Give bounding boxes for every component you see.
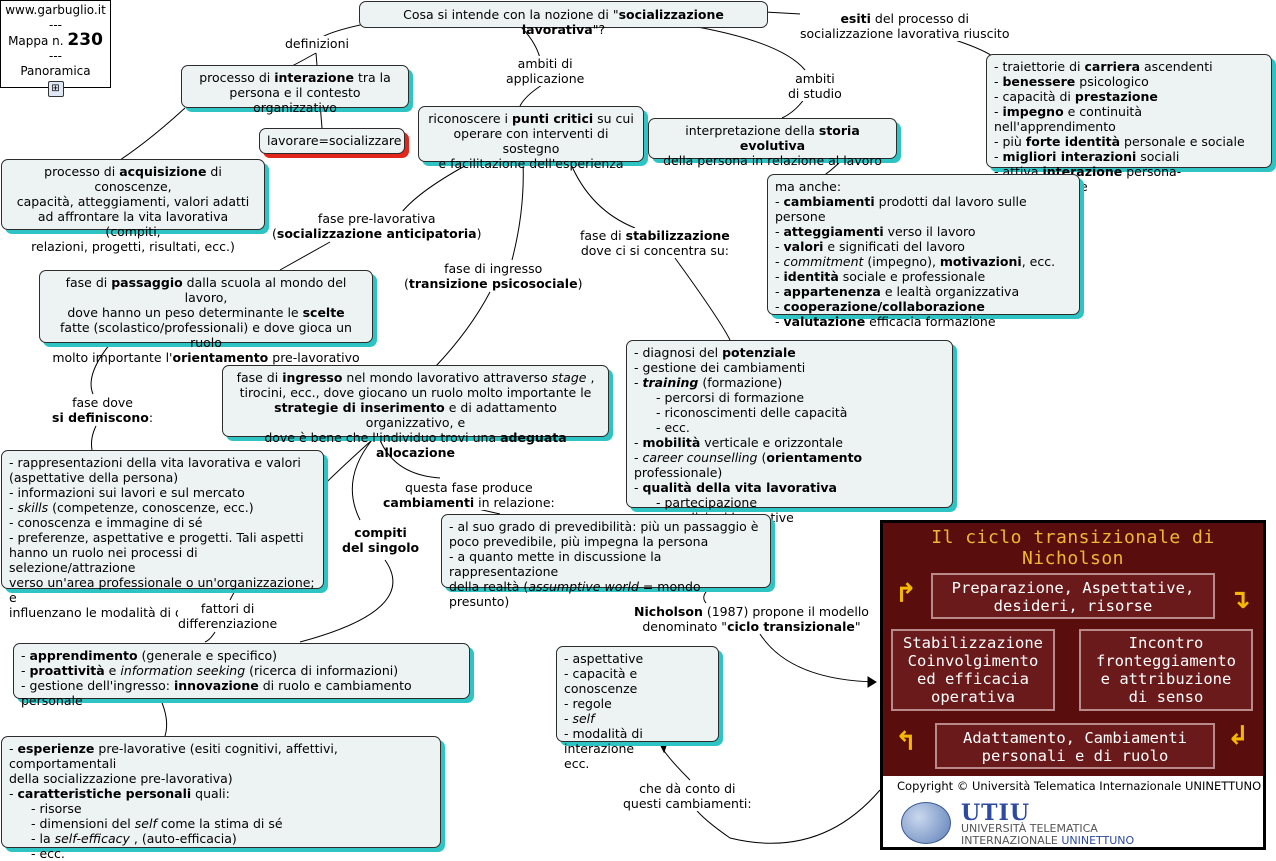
esiti-item: - impegno e continuità nell'apprendiment… <box>994 104 1142 134</box>
root-question[interactable]: Cosa si intende con la nozione di "socia… <box>359 1 768 37</box>
stabilizzazione-item: - mobilità verticale e orizzontale <box>634 435 843 450</box>
arrow-left-up-icon: ↰ <box>895 727 917 757</box>
esiti-item: - benessere psicologico <box>994 74 1149 89</box>
label-questa-fase: questa fase produce cambiamenti in relaz… <box>383 480 555 510</box>
copyright-text: Copyright © Università Telematica Intern… <box>897 779 1262 793</box>
esiti-item: - migliori interazioni sociali <box>994 149 1180 164</box>
node-riconoscere[interactable]: riconoscere i punti critici su cui opera… <box>418 106 644 171</box>
node-prevedibilita[interactable]: - al suo grado di prevedibilità: più un … <box>441 514 771 609</box>
label-nicholson: Nicholson (1987) propone il modello deno… <box>634 604 869 634</box>
node-rappresentazioni[interactable]: - rappresentazioni della vita lavorativa… <box>1 450 324 620</box>
separator: --- <box>49 49 62 63</box>
separator: --- <box>49 18 62 32</box>
stabilizzazione-item: - training (formazione) <box>634 375 783 390</box>
node-apprendimento[interactable]: - apprendimento (generale e specifico) -… <box>13 643 470 708</box>
ma-anche-item: - cambiamenti prodotti dal lavoro sulle … <box>775 194 1027 224</box>
node-stabilizzazione-list[interactable]: - diagnosi del potenziale- gestione dei … <box>626 340 953 525</box>
ma-anche-item: ma anche: <box>775 179 842 194</box>
view-label: Panoramica <box>20 64 91 78</box>
arrow-up-right-icon: ↱ <box>895 579 917 609</box>
map-tag: www.garbuglio.it --- Mappa n. 230 --- Pa… <box>0 0 111 97</box>
arrow-down-left-icon: ↲ <box>1227 721 1249 751</box>
label-fase-stabilizzazione: fase di stabilizzazione dove ci si conce… <box>580 228 730 258</box>
esiti-item: - più forte identità personale e sociale <box>994 134 1245 149</box>
node-lavorare-socializzare[interactable]: lavorare=socializzare <box>259 128 405 154</box>
ma-anche-item: - valori e significati del lavoro <box>775 239 965 254</box>
ma-anche-item: - commitment (impegno), motivazioni, ecc… <box>775 254 1056 269</box>
stabilizzazione-item: - gestione dei cambiamenti <box>634 360 806 375</box>
stabilizzazione-item: - ecc. <box>656 420 690 435</box>
globe-logo-icon <box>901 802 951 844</box>
ma-anche-item: - atteggiamenti verso il lavoro <box>775 224 976 239</box>
node-esperienze[interactable]: - esperienze pre-lavorative (esiti cogni… <box>1 736 441 861</box>
node-processo-interazione[interactable]: processo di interazione tra la persona e… <box>181 65 409 115</box>
stabilizzazione-item: - qualità della vita lavorativa <box>634 480 837 495</box>
map-structure-icon[interactable]: ⊞ <box>47 81 64 97</box>
node-esiti-list[interactable]: - traiettorie di carriera ascendenti- be… <box>986 54 1272 194</box>
utiu-logo: UTIU <box>961 800 1031 826</box>
esiti-item: - traiettorie di carriera ascendenti <box>994 59 1213 74</box>
node-aspettative[interactable]: - aspettative - capacità e conoscenze - … <box>556 646 719 771</box>
esiti-item: - capacità di prestazione <box>994 89 1158 104</box>
stabilizzazione-item: - percorsi di formazione <box>656 390 805 405</box>
label-fase-dove: fase dove si definiscono: <box>52 395 154 425</box>
node-ingresso[interactable]: fase di ingresso nel mondo lavorativo at… <box>222 365 609 460</box>
label-definizioni: definizioni <box>285 36 349 51</box>
label-fase-ingresso: fase di ingresso (transizione psicosocia… <box>404 261 583 291</box>
stabilizzazione-item: - partecipazione <box>656 495 758 510</box>
node-interpretazione[interactable]: interpretazione della storia evolutiva d… <box>648 118 897 168</box>
stabilizzazione-item: - riconoscimenti delle capacità <box>656 405 848 420</box>
node-processo-acquisizione[interactable]: processo di acquisizione di conoscenze, … <box>1 159 265 254</box>
panel-footer: Copyright © Università Telematica Intern… <box>883 776 1263 847</box>
node-passaggio[interactable]: fase di passaggio dalla scuola al mondo … <box>39 270 373 365</box>
node-ma-anche[interactable]: ma anche:- cambiamenti prodotti dal lavo… <box>767 174 1080 329</box>
ma-anche-item: - appartenenza e lealtà organizzativa <box>775 284 1020 299</box>
ma-anche-item: - valutazione efficacia formazione <box>775 314 996 329</box>
stage-preparazione: Preparazione, Aspettative,desideri, riso… <box>931 573 1215 619</box>
site-url[interactable]: www.garbuglio.it <box>5 3 106 17</box>
map-number: Mappa n. 230 <box>8 30 103 50</box>
ma-anche-item: - identità sociale e professionale <box>775 269 986 284</box>
stabilizzazione-item: - diagnosi del potenziale <box>634 345 796 360</box>
label-esiti: esiti del processo di socializzazione la… <box>800 11 1010 41</box>
arrow-right-down-icon: ↴ <box>1229 585 1251 615</box>
utiu-logo-subtitle: UNIVERSITÀ TELEMATICA INTERNAZIONALE UNI… <box>961 822 1135 847</box>
ma-anche-item: - cooperazione/collaborazione <box>775 299 985 314</box>
stabilizzazione-item: - career counselling (orientamento profe… <box>634 450 863 480</box>
label-fase-pre: fase pre-lavorativa (socializzazione ant… <box>272 211 482 241</box>
